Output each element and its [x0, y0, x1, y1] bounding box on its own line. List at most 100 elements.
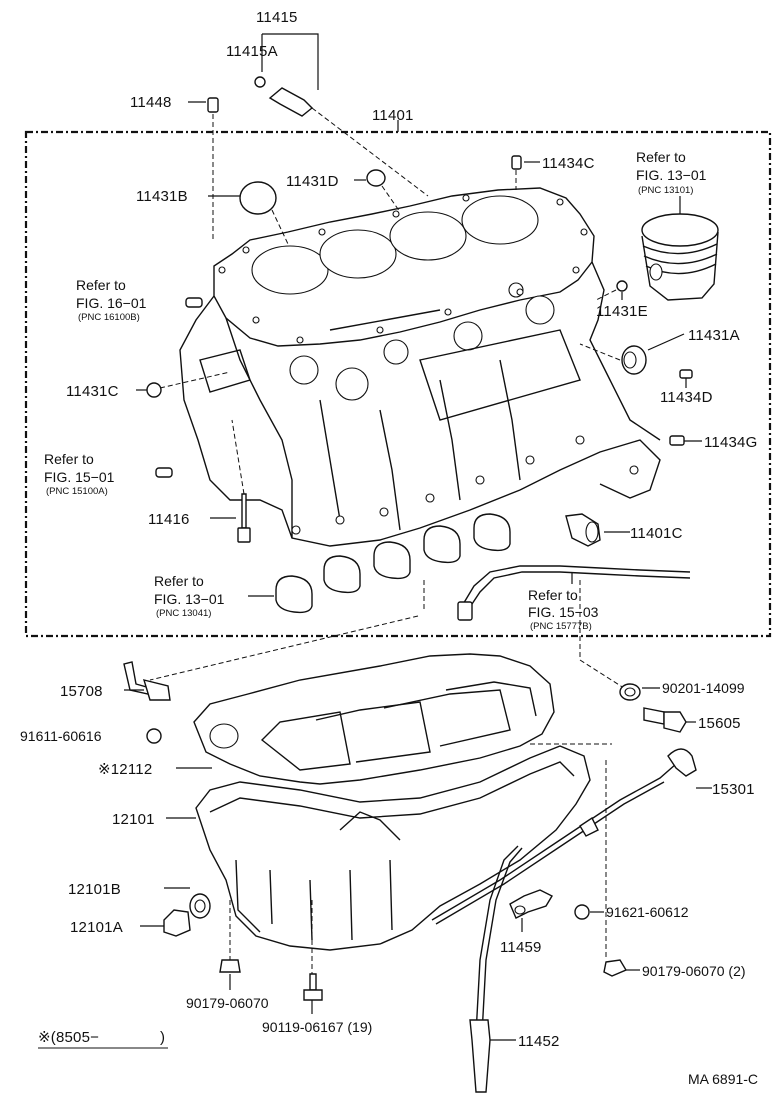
part-15708-group [123, 661, 171, 701]
footnote: ※(8505− [38, 1029, 99, 1046]
svg-text:Refer to: Refer to [528, 587, 578, 603]
plug-11431b-icon [239, 181, 277, 215]
label-11415a: 11415A [226, 43, 278, 60]
label-12112: ※12112 [98, 761, 152, 778]
part-11416-group [210, 419, 251, 543]
svg-text:Refer to: Refer to [76, 277, 126, 293]
label-11452: 11452 [518, 1033, 560, 1050]
ref-fig-13-01-piston: Refer to FIG. 13−01 (PNC 13101) [636, 149, 707, 196]
label-11434c: 11434C [542, 155, 595, 172]
svg-text:Refer to: Refer to [44, 451, 94, 467]
label-11459: 11459 [500, 939, 542, 956]
bolt-90119-icon [303, 973, 323, 1014]
part-12101a-group [140, 909, 191, 937]
part-15605-group [643, 707, 696, 733]
label-11431b: 11431B [136, 188, 188, 205]
pin-11434c-icon [511, 155, 522, 170]
bolt-91611-icon [146, 728, 162, 744]
part-11415-group [254, 33, 429, 197]
sensor-11415-icon [268, 87, 314, 117]
piston-icon [641, 196, 719, 301]
part-11431b-group [208, 181, 289, 245]
bolt-90179b-icon [603, 959, 640, 977]
part-90201-group [619, 683, 660, 701]
svg-text:FIG. 16−01: FIG. 16−01 [76, 295, 147, 311]
ref-fig-15-03: Refer to FIG. 15−03 (PNC 15777B) [528, 587, 599, 632]
baffle-plate-icon [176, 653, 555, 785]
part-12101b-group [164, 887, 211, 919]
ref-1501-part-icon [155, 467, 173, 478]
label-90201: 90201-14099 [662, 680, 745, 696]
bolt-11416-icon [237, 527, 251, 543]
label-11431d: 11431D [286, 173, 339, 190]
label-12101: 12101 [112, 811, 155, 828]
part-11431d-group [354, 169, 401, 213]
svg-text:(PNC 13041): (PNC 13041) [156, 608, 211, 619]
label-12101b: 12101B [68, 881, 121, 898]
svg-text:Refer to: Refer to [154, 573, 204, 589]
part-11431e-group [595, 280, 628, 301]
ref-fig-15-01: Refer to FIG. 15−01 (PNC 15100A) [44, 451, 115, 497]
plug-11431d-icon [366, 169, 386, 187]
part-11434g-group [669, 435, 702, 446]
label-91621: 91621-60612 [606, 904, 689, 920]
part-11401c-group [565, 513, 630, 547]
label-11434d: 11434D [660, 389, 713, 406]
svg-text:(PNC 15100A): (PNC 15100A) [46, 486, 108, 497]
bearing-shells-icon [248, 513, 511, 614]
svg-text:(PNC 15777B): (PNC 15777B) [530, 621, 592, 632]
label-11431a: 11431A [688, 327, 740, 344]
svg-text:(PNC 13101): (PNC 13101) [638, 185, 693, 196]
plug-15605-icon [663, 711, 687, 733]
ref-fig-13-01-bearing: Refer to FIG. 13−01 (PNC 13041) [154, 573, 225, 619]
label-91611: 91611-60616 [20, 728, 102, 744]
diagram-code: MA 6891-C [688, 1071, 758, 1087]
svg-text:Refer to: Refer to [636, 149, 686, 165]
pin-11448-icon [207, 97, 219, 113]
svg-text:(PNC 16100B): (PNC 16100B) [78, 312, 140, 323]
plug-12101a-icon [163, 909, 191, 937]
label-11401: 11401 [372, 107, 414, 124]
dipstick-icon [469, 845, 523, 1093]
label-11448: 11448 [130, 94, 172, 111]
bolt-91621-icon [574, 904, 590, 920]
part-11434d-group [679, 369, 693, 388]
part-11431a-group [579, 333, 685, 375]
footnote-close: ) [160, 1029, 165, 1046]
part-11448-group [188, 97, 219, 240]
dipstick-tube-icon [457, 565, 691, 621]
ref-1601-part-icon [185, 297, 203, 308]
pin-11434d-icon [679, 369, 693, 379]
label-90119: 90119-06167 (19) [262, 1019, 372, 1035]
oil-strainer-icon [431, 748, 712, 925]
label-15708: 15708 [60, 683, 103, 700]
label-11415: 11415 [256, 9, 298, 26]
label-11434g: 11434G [704, 434, 757, 451]
bolt-90179a-icon [219, 959, 241, 990]
cylinder-block-icon [179, 187, 661, 547]
svg-text:FIG. 13−01: FIG. 13−01 [154, 591, 225, 607]
part-11431c-group [136, 371, 231, 398]
clamp-11459-icon [509, 889, 553, 919]
pin-11434g-icon [669, 435, 685, 446]
label-90179b: 90179-06070 (2) [642, 963, 746, 979]
label-11431e: 11431E [596, 303, 648, 320]
oil-pan-icon [166, 743, 612, 974]
svg-text:FIG. 13−01: FIG. 13−01 [636, 167, 707, 183]
nut-11415a-icon [254, 76, 266, 88]
part-11434c-group [511, 155, 540, 190]
part-11459-group [509, 889, 553, 932]
label-11431c: 11431C [66, 383, 119, 400]
ref-fig-16-01: Refer to FIG. 16−01 (PNC 16100B) [76, 277, 147, 323]
label-90179a: 90179-06070 [186, 995, 269, 1011]
label-15301: 15301 [712, 781, 755, 798]
label-11401c: 11401C [630, 525, 683, 542]
assembly-border [24, 130, 772, 638]
plug-11431e-icon [616, 280, 628, 292]
plug-11431c-icon [146, 382, 162, 398]
label-11416: 11416 [148, 511, 190, 528]
label-12101a: 12101A [70, 919, 123, 936]
svg-text:FIG. 15−01: FIG. 15−01 [44, 469, 115, 485]
